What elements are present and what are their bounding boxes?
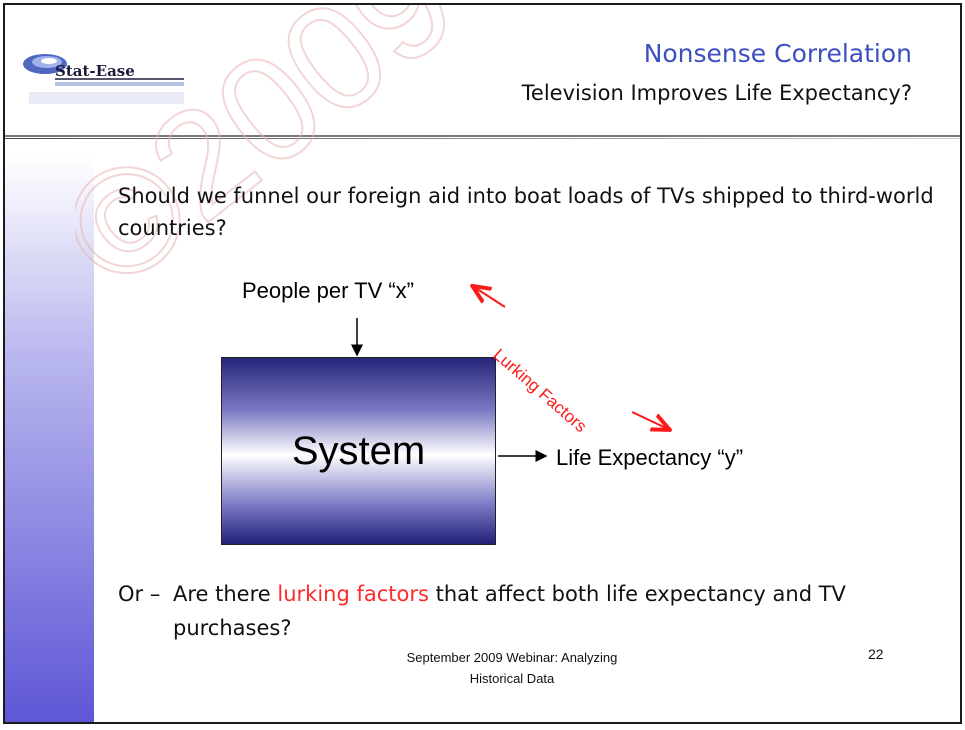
system-label: System: [291, 428, 426, 473]
lurking-factors-highlight: lurking factors: [277, 582, 429, 606]
slide: ©2009 S Stat-Ease Nonsense Correlation T…: [3, 3, 962, 724]
input-label: People per TV “x”: [242, 278, 415, 303]
logo-swirl-icon: [23, 54, 67, 74]
header-divider-shadow: [5, 138, 960, 139]
footer-line-2: Historical Data: [469, 671, 555, 686]
left-accent-band: [5, 157, 94, 722]
footer-line-1: September 2009 Webinar: Analyzing: [406, 650, 618, 665]
footer-caption: September 2009 Webinar: Analyzing Histor…: [362, 647, 662, 689]
stat-ease-logo: Stat-Ease: [23, 54, 184, 104]
intro-question: Should we funnel our foreign aid into bo…: [118, 184, 934, 240]
or-prefix: Or –: [118, 582, 161, 606]
or-text-after: that affect both life expectancy and TV …: [173, 582, 846, 640]
logo-wordmark: Stat-Ease: [55, 62, 135, 80]
or-body: Are there lurking factors that affect bo…: [173, 577, 933, 645]
system-diagram-arrows: [351, 5, 960, 462]
system-box: System: [221, 357, 496, 545]
lurking-arrow-upper: [474, 287, 506, 308]
lurking-arrow-lower: [631, 411, 668, 429]
page-number: 22: [868, 646, 884, 662]
output-label: Life Expectancy “y”: [556, 445, 744, 470]
header-divider: [5, 135, 960, 137]
or-text-before: Are there: [173, 582, 278, 606]
slide-title: Nonsense Correlation: [643, 39, 912, 68]
slide-subtitle: Television Improves Life Expectancy?: [521, 81, 912, 105]
